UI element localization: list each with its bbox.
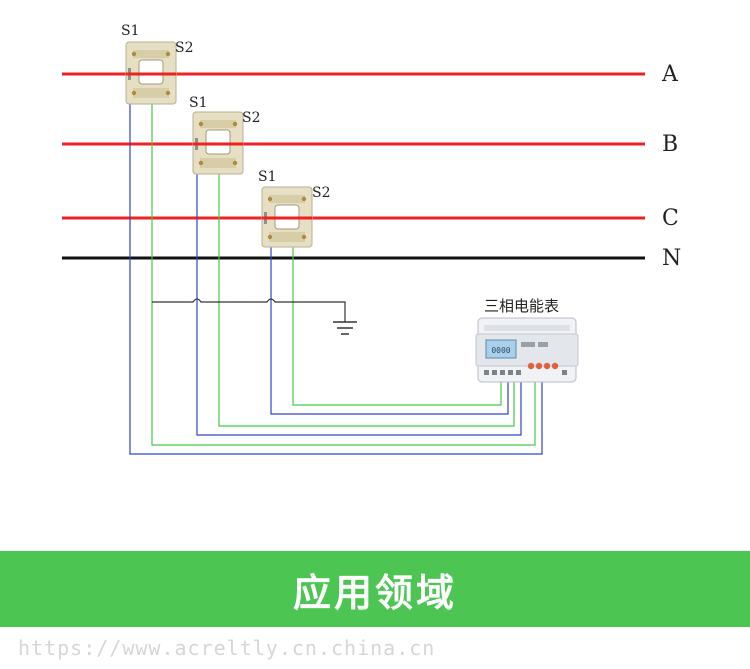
energy-meter: 0000 bbox=[475, 317, 579, 383]
section-banner: 应用领域 bbox=[0, 551, 750, 627]
ct-b-s1-label: S1 bbox=[189, 95, 208, 111]
ct-c-s1-label: S1 bbox=[258, 169, 277, 185]
wiring-diagram: 0000 bbox=[62, 41, 645, 455]
ct-b-s2-label: S2 bbox=[242, 110, 261, 126]
ct-a-s2-label: S2 bbox=[175, 40, 194, 56]
meter-title: 三相电能表 bbox=[484, 297, 560, 315]
ct-a-s1-label: S1 bbox=[121, 23, 140, 39]
phase-label-c: C bbox=[662, 206, 679, 231]
s2-wires bbox=[151, 100, 536, 446]
phase-label-a: A bbox=[662, 62, 678, 87]
phase-label-n: N bbox=[662, 246, 682, 271]
watermark-url: https://www.acreltly.cn.china.cn bbox=[18, 636, 436, 660]
ground-wire bbox=[152, 298, 346, 322]
phase-label-b: B bbox=[662, 132, 679, 157]
ct-c-s2-label: S2 bbox=[312, 185, 331, 201]
banner-title: 应用领域 bbox=[292, 570, 457, 615]
ground-symbol bbox=[333, 321, 357, 335]
s1-wires bbox=[129, 100, 543, 455]
meter-display: 0000 bbox=[491, 346, 510, 355]
